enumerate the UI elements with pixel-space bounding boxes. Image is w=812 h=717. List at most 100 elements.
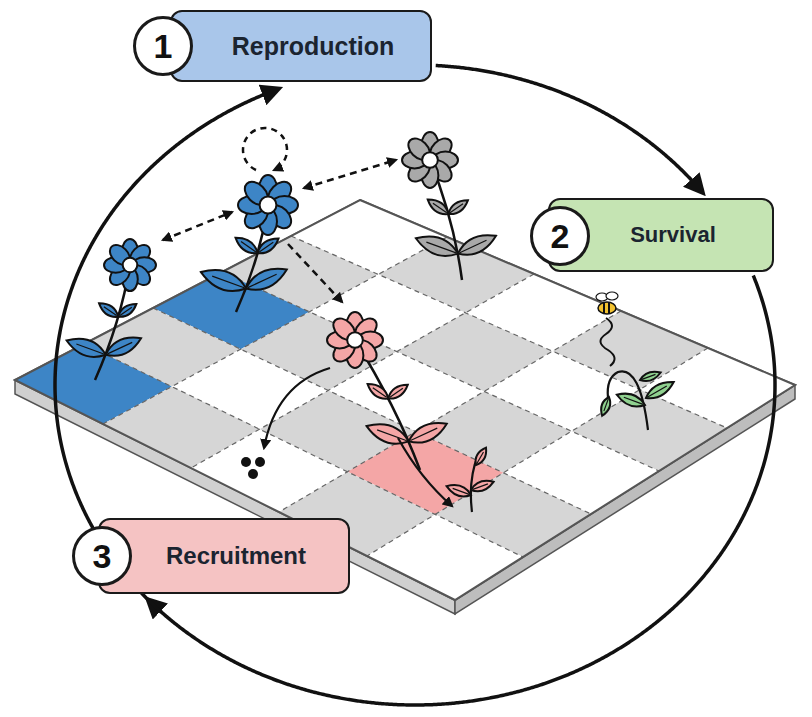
leaf-vein <box>426 242 456 253</box>
leaf <box>615 390 647 411</box>
flower-head <box>104 239 156 291</box>
leaf-vein <box>433 203 447 213</box>
leaf-vein <box>120 307 132 315</box>
bee-stripe <box>603 303 605 313</box>
bee-stripe <box>608 302 610 314</box>
leaf <box>116 301 139 320</box>
leaf-vein <box>104 307 117 316</box>
leaf-vein <box>377 430 407 441</box>
flower-center <box>422 152 438 168</box>
leaf <box>364 418 412 449</box>
leaf-blade <box>116 301 139 320</box>
leaf-blade <box>243 262 291 296</box>
leaf-blade <box>639 369 662 384</box>
leaf <box>598 396 612 418</box>
seed <box>241 457 251 467</box>
leaf-blade <box>615 390 647 411</box>
flower-head <box>327 312 383 368</box>
stage-label: Survival <box>630 222 716 248</box>
leaf-vein <box>642 374 656 379</box>
seed <box>248 469 258 479</box>
blue-flower <box>64 239 156 380</box>
leaf-vein <box>477 452 484 463</box>
leaf <box>198 264 249 297</box>
leaf <box>255 235 281 257</box>
pink-sprout <box>445 446 495 512</box>
leaf-vein <box>259 242 273 252</box>
grid-line <box>103 237 447 424</box>
leaf-blade <box>445 481 473 499</box>
leaf-blade <box>255 235 281 257</box>
flower-head <box>402 132 458 188</box>
leaf <box>445 481 473 499</box>
flower-center <box>123 258 138 273</box>
seed-arrow <box>264 368 330 448</box>
leaf-vein <box>450 204 463 213</box>
callout-number: 2 <box>530 206 590 266</box>
leaf <box>386 381 411 402</box>
dashed-arrow <box>304 160 396 188</box>
bee-wing <box>606 292 618 300</box>
leaf-vein <box>241 242 256 252</box>
leaf-vein <box>624 397 643 404</box>
leaf-blade <box>469 478 495 495</box>
callout-number: 1 <box>133 16 193 76</box>
dashed-arrow <box>288 244 342 302</box>
grid-cell <box>367 514 523 600</box>
leaf-vein <box>212 276 244 288</box>
seeds <box>241 457 265 479</box>
leaf-blade <box>364 418 412 449</box>
leaf-blade <box>413 230 461 261</box>
leaf-blade <box>103 332 144 361</box>
leaf <box>405 417 450 449</box>
leaf-blade <box>198 264 249 297</box>
leaf-blade <box>64 333 108 362</box>
leaf-vein <box>390 388 403 397</box>
leaf-vein <box>453 488 469 494</box>
bee-trail <box>600 318 614 366</box>
leaf <box>469 478 495 495</box>
leaf <box>413 230 461 261</box>
dispersal-arrows <box>163 128 452 506</box>
leaf-blade <box>405 417 450 449</box>
grid-line <box>279 311 621 512</box>
leaf <box>639 369 662 384</box>
cycle-arrow <box>436 66 700 190</box>
leaf <box>243 262 291 296</box>
leaf-blade <box>455 229 500 261</box>
green-seedling <box>598 369 676 430</box>
bee <box>596 292 618 366</box>
leaf-vein <box>411 428 438 440</box>
leaf <box>64 333 108 362</box>
bee-body <box>598 302 616 314</box>
stage-box: Reproduction <box>170 10 432 82</box>
dashed-arrow <box>163 212 232 240</box>
leaf-vein <box>460 240 487 252</box>
stage-label: Recruitment <box>166 542 306 570</box>
stage-box: Recruitment <box>98 518 350 594</box>
leaf-blade <box>473 446 490 467</box>
grid-line <box>367 348 708 556</box>
leaf-vein <box>108 342 133 354</box>
leaf-vein <box>648 386 667 397</box>
leaf <box>473 446 490 467</box>
grey-flower <box>402 132 499 280</box>
stage-label: Reproduction <box>232 32 395 61</box>
sprout-arrow <box>398 438 452 506</box>
flower-head <box>238 175 298 235</box>
leaf-vein <box>248 274 277 287</box>
blue-flower <box>198 175 298 312</box>
pink-flower <box>327 312 450 470</box>
self-loop-arrow <box>243 128 287 170</box>
seed <box>255 457 265 467</box>
leaf-blade <box>386 381 411 402</box>
leaf-blade <box>598 396 612 418</box>
leaf-vein <box>604 399 608 411</box>
leaf-vein <box>473 484 488 489</box>
leaf-blade <box>446 197 471 218</box>
leaf <box>103 332 144 361</box>
grid-line <box>191 274 534 468</box>
